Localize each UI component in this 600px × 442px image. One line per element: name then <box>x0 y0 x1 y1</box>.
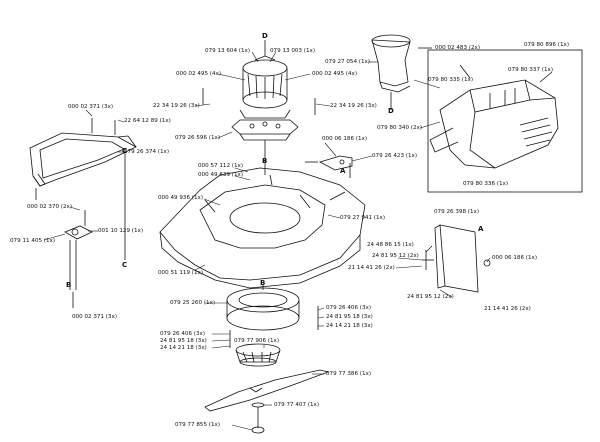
part-label: 24 81 95 12 (2x) <box>372 253 419 259</box>
handle-grip <box>29 132 137 187</box>
marker-letter: C <box>122 261 128 269</box>
part-label: 24 81 95 18 (3x) <box>326 314 373 320</box>
part-label: 079 11 405 (1x) <box>10 238 56 244</box>
part-label: 000 02 483 (2x) <box>435 45 481 51</box>
marker-letter: A <box>340 167 346 175</box>
part-label: 22 64 12 89 (1x) <box>124 118 171 124</box>
marker-letter: B <box>66 281 72 289</box>
marker-letter: C <box>122 147 128 155</box>
part-label: 21 14 41 26 (2x) <box>484 306 531 312</box>
part-label: 24 14 21 18 (3x) <box>326 323 373 329</box>
part-label: 000 02 370 (2x) <box>27 204 73 210</box>
marker-letter: A <box>478 225 484 233</box>
blade-bolt <box>251 402 265 434</box>
grass-collector <box>427 49 583 193</box>
part-label: 000 49 639 (1x) <box>198 172 244 178</box>
part-label: 079 27 941 (1x) <box>340 215 386 221</box>
part-label: 000 02 371 (3x) <box>72 314 118 320</box>
mower-deck <box>159 160 366 289</box>
part-label: 079 26 374 (1x) <box>124 149 170 155</box>
part-label: 079 26 398 (1x) <box>434 209 480 215</box>
part-label: 079 13 604 (1x) <box>205 48 251 54</box>
marker-letter: D <box>388 107 394 115</box>
part-label: 079 80 896 (1x) <box>524 42 570 48</box>
part-label: 000 51 119 (1x) <box>158 270 204 276</box>
part-label: 000 49 936 (1x) <box>158 195 204 201</box>
cutting-blade <box>204 369 330 412</box>
part-label: 079 26 423 (1x) <box>372 153 418 159</box>
part-label: 079 77 855 (1x) <box>175 422 221 428</box>
part-label: 079 13 003 (1x) <box>270 48 316 54</box>
marker-letter: D <box>262 32 268 40</box>
part-label: 22 34 19 26 (3x) <box>153 103 200 109</box>
part-label: 000 02 495 (4x) <box>176 71 222 77</box>
blade-holder <box>235 343 281 367</box>
part-label: 079 26 596 (1x) <box>175 135 221 141</box>
part-label: 21 14 41 26 (2x) <box>348 265 395 271</box>
part-label: 079 77 906 (1x) <box>234 338 280 344</box>
part-label: 079 80 335 (1x) <box>428 77 474 83</box>
part-label: 079 26 406 (3x) <box>160 331 206 337</box>
part-label: 079 80 336 (1x) <box>463 181 509 187</box>
motor <box>231 40 299 160</box>
part-label: 079 77 386 (1x) <box>326 371 372 377</box>
marker-letter: B <box>262 157 268 165</box>
marker-letter: B <box>260 279 266 287</box>
rear-flap <box>422 224 491 293</box>
fan-ring <box>226 285 300 331</box>
part-label: 001 10 129 (1x) <box>98 228 144 234</box>
part-label: 000 02 495 (4x) <box>312 71 358 77</box>
part-label: 000 57 112 (1x) <box>198 163 244 169</box>
part-label: 24 48 86 15 (1x) <box>367 242 414 248</box>
part-label: 079 80 337 (1x) <box>508 67 554 73</box>
part-label: 000 02 371 (3x) <box>68 104 114 110</box>
part-label: 079 77 407 (1x) <box>274 402 320 408</box>
part-label: 24 14 21 18 (3x) <box>160 345 207 351</box>
part-label: 24 81 95 18 (3x) <box>160 338 207 344</box>
part-label: 24 81 95 12 (2x) <box>407 294 454 300</box>
part-label: 079 26 406 (3x) <box>326 305 372 311</box>
part-label: 000 06 186 (1x) <box>492 255 538 261</box>
part-label: 22 34 19 26 (3x) <box>330 103 377 109</box>
cable-cover <box>371 34 411 110</box>
height-lever <box>305 155 353 171</box>
handle-clamp <box>64 210 93 308</box>
leader-lines <box>43 51 491 431</box>
part-label: 079 80 340 (2x) <box>377 125 423 131</box>
part-label: 000 06 186 (1x) <box>322 136 368 142</box>
part-label: 079 25 260 (1x) <box>170 300 216 306</box>
part-label: 079 27 054 (1x) <box>325 59 371 65</box>
